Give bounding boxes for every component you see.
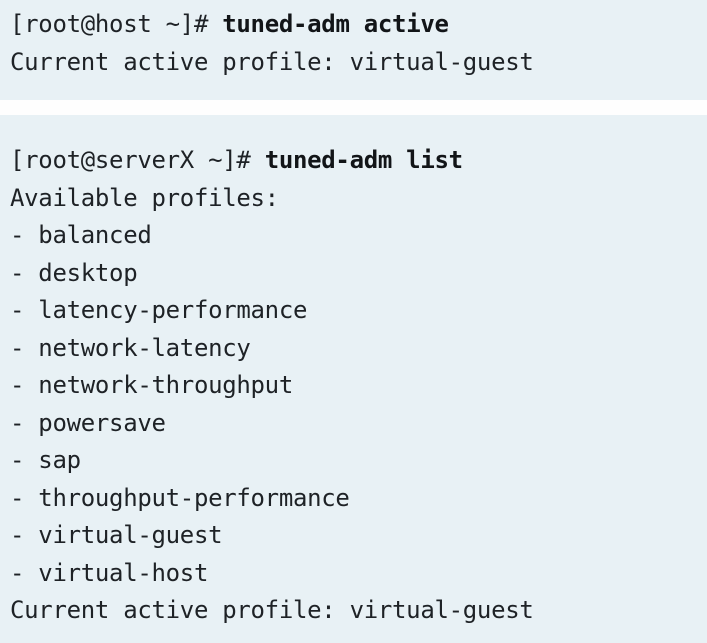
command-line: [root@serverX ~]# tuned-adm list bbox=[10, 142, 697, 180]
shell-command: tuned-adm list bbox=[264, 146, 463, 174]
command-line: [root@host ~]# tuned-adm active bbox=[10, 6, 697, 44]
profile-list-item: - balanced bbox=[10, 221, 152, 249]
profile-list-item: - latency-performance bbox=[10, 296, 308, 324]
shell-prompt: [root@host ~]# bbox=[10, 10, 223, 38]
profile-list-item: - throughput-performance bbox=[10, 483, 350, 512]
output-line: Available profiles: bbox=[10, 183, 279, 212]
profile-list-item: - network-latency bbox=[10, 333, 251, 362]
profile-list-item: - virtual-host bbox=[10, 558, 209, 587]
output-line: Current active profile: virtual-guest bbox=[10, 47, 534, 76]
terminal-block-list: [root@serverX ~]# tuned-adm list Availab… bbox=[0, 115, 707, 643]
profile-list-item: - powersave bbox=[10, 408, 166, 437]
profile-list-item: - desktop bbox=[10, 258, 138, 287]
shell-prompt: [root@serverX ~]# bbox=[10, 146, 265, 174]
block-separator bbox=[0, 100, 707, 115]
output-line: Current active profile: virtual-guest bbox=[10, 596, 534, 624]
profile-list-item: - sap bbox=[10, 446, 81, 474]
terminal-block-active: [root@host ~]# tuned-adm active Current … bbox=[0, 0, 707, 100]
shell-command: tuned-adm active bbox=[222, 10, 449, 38]
profile-list-item: - virtual-guest bbox=[10, 521, 223, 549]
profile-list-item: - network-throughput bbox=[10, 371, 293, 399]
